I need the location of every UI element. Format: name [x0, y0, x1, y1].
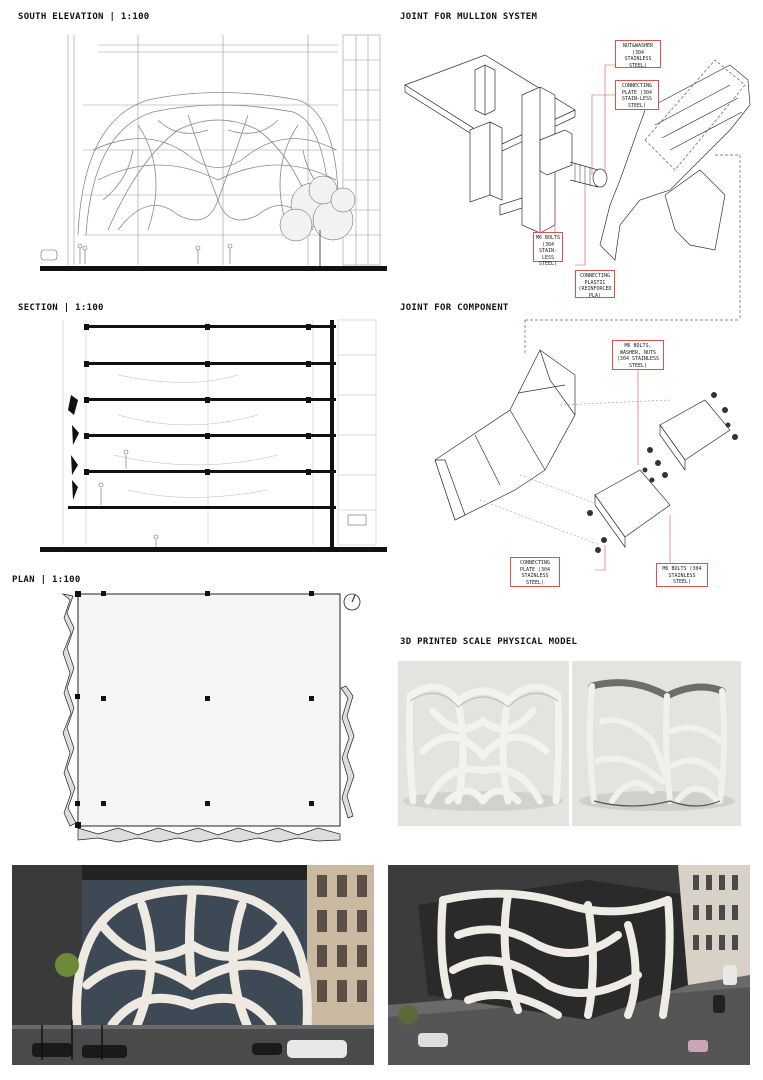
- callout-connecting-plastic: CONNECTING PLASTIC (REINFORCED PLA): [575, 270, 615, 299]
- callout-connecting-plate-1: CONNECTING PLATE (304 STAIN-LESS STEEL): [615, 80, 659, 110]
- callout-m6-bolts-2: M6 BOLTS (304 STAINLESS STEEL): [656, 563, 708, 587]
- joint-mullion-drawing: NUT&WASHER (304 STAINLESS STEEL) CONNECT…: [400, 30, 760, 330]
- north-arrow-icon: [343, 593, 361, 611]
- physical-model-title: 3D PRINTED SCALE PHYSICAL MODEL: [400, 637, 578, 647]
- render-aerial-view: [388, 865, 750, 1065]
- plan-drawing: [58, 588, 370, 848]
- model-photo-corner: [572, 661, 741, 826]
- section-drawing: [38, 315, 388, 555]
- callout-connecting-plate-2: CONNECTING PLATE (304 STAINLESS STEEL): [510, 557, 560, 587]
- render-street-view: [12, 865, 374, 1065]
- south-elevation-title: SOUTH ELEVATION | 1:100: [18, 12, 150, 22]
- joint-component-title: JOINT FOR COMPONENT: [400, 303, 509, 313]
- model-photo-front: [398, 661, 569, 826]
- joint-mullion-title: JOINT FOR MULLION SYSTEM: [400, 12, 538, 22]
- plan-title: PLAN | 1:100: [12, 575, 81, 585]
- south-elevation-drawing: [38, 30, 388, 275]
- callout-m6-bolts-1: M6 BOLTS (304 STAIN-LESS STEEL): [533, 232, 563, 267]
- joint-component-drawing: M6 BOLTS, WASHER, NUTS (304 STAINLESS ST…: [400, 315, 760, 595]
- section-title: SECTION | 1:100: [18, 303, 104, 313]
- callout-m6-bolts-washer-nuts: M6 BOLTS, WASHER, NUTS (304 STAINLESS ST…: [612, 340, 664, 370]
- callout-nut-washer: NUT&WASHER (304 STAINLESS STEEL): [615, 40, 661, 69]
